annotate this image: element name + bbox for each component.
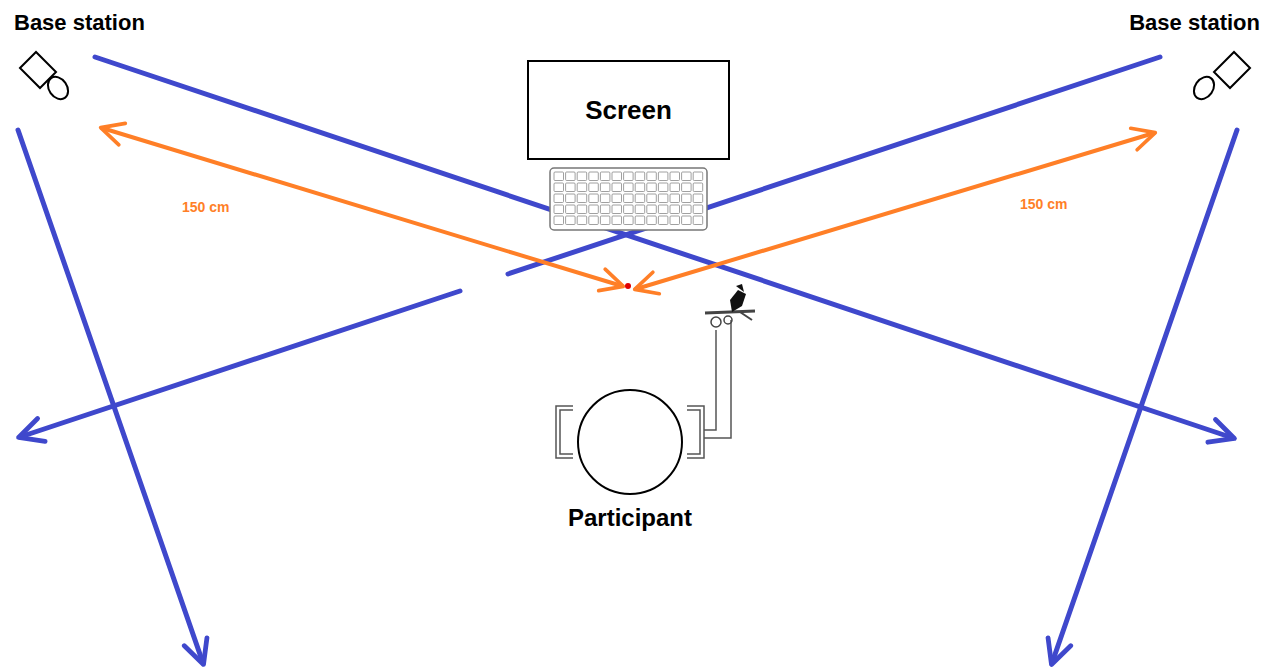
ray bbox=[95, 57, 1233, 438]
base-station-icon bbox=[20, 52, 72, 103]
participant-label: Participant bbox=[560, 504, 700, 532]
target-point bbox=[625, 283, 631, 289]
keyboard bbox=[550, 168, 707, 230]
screen-label: Screen bbox=[585, 95, 672, 126]
base-station: Base station bbox=[12, 8, 147, 38]
base-station-icon bbox=[1190, 52, 1250, 103]
instrument-cable bbox=[704, 320, 731, 438]
base-station-rays bbox=[18, 57, 1237, 663]
ray bbox=[1052, 130, 1237, 663]
screen-box: Screen bbox=[527, 60, 730, 160]
dimension-label: 150 cm bbox=[180, 199, 231, 215]
participant-head: Participant bbox=[560, 386, 700, 536]
station-label: Base station bbox=[14, 10, 145, 36]
ray bbox=[18, 130, 203, 663]
base-station: Base station bbox=[1127, 8, 1262, 38]
station-label: Base station bbox=[1129, 10, 1260, 36]
dimension-label: 150 cm bbox=[1018, 196, 1069, 212]
ray bbox=[508, 57, 1160, 274]
ray bbox=[20, 291, 460, 437]
surgical-instrument bbox=[705, 284, 755, 327]
head-circle bbox=[560, 386, 700, 496]
